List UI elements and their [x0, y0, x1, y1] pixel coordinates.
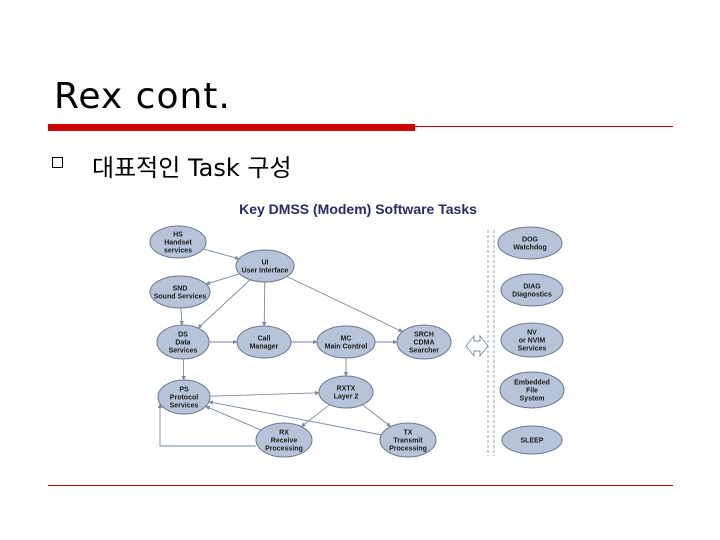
node-nv-label: or NVIM	[519, 338, 546, 345]
node-ui-label: UI	[262, 260, 269, 267]
node-srch-label: CDMA	[414, 340, 435, 347]
node-sleep: SLEEP	[501, 425, 563, 455]
edge-tx-to-ps	[208, 400, 382, 436]
edge-ui-to-cm	[262, 281, 267, 327]
node-cm-label: Call	[258, 336, 271, 343]
node-efs-shape	[499, 371, 565, 409]
node-rxtx-shape	[318, 375, 374, 409]
double-arrow-icon	[465, 334, 489, 358]
node-sleep-label: SLEEP	[521, 438, 544, 445]
task-diagram: Key DMSS (Modem) Software Tasks HSHandse…	[146, 194, 568, 460]
node-mc-label: MC	[341, 336, 352, 343]
node-efs-label: Embedded	[514, 380, 550, 387]
node-cm-label: Manager	[250, 344, 279, 351]
node-rxtx-label: RXTX	[337, 386, 356, 393]
edge-ui-to-ds	[197, 279, 251, 329]
node-sleep-shape	[501, 425, 563, 455]
node-ps-label: PS	[179, 387, 189, 394]
node-rx-label: Receive	[271, 438, 298, 445]
node-mc-shape	[316, 325, 376, 359]
edge-rx-to-ps	[205, 405, 262, 431]
node-efs-label: File	[526, 388, 538, 395]
node-diag-label: DIAG	[523, 284, 541, 291]
node-hs-label: Handset	[164, 240, 192, 247]
edge-snd-to-ds	[179, 307, 184, 326]
right-column-divider	[487, 230, 495, 456]
node-ds-shape	[156, 324, 210, 360]
edge-feedback-path	[157, 403, 256, 447]
node-srch-shape	[396, 324, 452, 360]
node-dog-shape	[497, 226, 563, 260]
node-tx-label: Transmit	[393, 438, 423, 445]
node-rx-label: Processing	[265, 446, 303, 453]
edge-rxtx-to-rx	[300, 404, 330, 427]
node-diag-label: Diagnostics	[512, 292, 552, 299]
slide-title: Rex cont.	[54, 76, 231, 117]
node-ds-label: Services	[169, 348, 198, 355]
node-ps-shape	[157, 379, 211, 415]
edge-ui-to-srch	[286, 276, 403, 333]
node-dog-label: Watchdog	[513, 245, 547, 252]
node-srch-label: SRCH	[414, 332, 434, 339]
diagram-title: Key DMSS (Modem) Software Tasks	[239, 201, 477, 217]
node-rx-shape	[255, 422, 313, 458]
footer-rule	[48, 485, 673, 486]
node-tx-label: Processing	[389, 446, 427, 453]
node-rxtx-label: Layer 2	[334, 394, 359, 401]
edge-ps-to-rxtx	[209, 390, 320, 397]
node-ui-shape	[235, 249, 295, 283]
node-ds-label: DS	[178, 332, 188, 339]
node-ps-label: Services	[170, 403, 199, 410]
node-mc-label: Main Control	[325, 344, 368, 351]
title-underline-rule	[415, 126, 673, 127]
node-nv-label: NV	[527, 330, 537, 337]
node-snd-label: SND	[173, 286, 188, 293]
edge-ui-to-snd	[205, 273, 240, 286]
node-nv-label: Services	[518, 346, 547, 353]
node-ui-label: User Interface	[242, 268, 289, 275]
node-ps-label: Protocol	[170, 395, 198, 402]
node-snd-label: Sound Services	[154, 294, 207, 301]
node-dog-label: DOG	[522, 237, 539, 244]
diagram-edges	[157, 248, 403, 447]
node-efs-label: System	[520, 396, 545, 403]
node-snd-shape	[149, 275, 211, 309]
node-hs-label: services	[164, 248, 192, 255]
node-hs-shape	[149, 225, 207, 259]
node-rx-label: RX	[279, 430, 289, 437]
node-nv-shape	[500, 322, 564, 358]
edge-hs-to-ui	[203, 248, 240, 260]
node-diag-shape	[500, 273, 564, 307]
node-ds-label: Data	[175, 340, 190, 347]
node-tx-shape	[379, 422, 437, 458]
node-cm-shape	[236, 325, 292, 359]
title-underline-accent	[48, 124, 415, 131]
bullet-text: 대표적인 Task 구성	[92, 154, 292, 182]
node-srch-label: Searcher	[409, 348, 439, 355]
edge-rxtx-to-tx	[362, 404, 392, 427]
node-tx-label: TX	[404, 430, 413, 437]
node-hs-label: HS	[173, 232, 183, 239]
square-bullet-icon	[52, 157, 63, 168]
